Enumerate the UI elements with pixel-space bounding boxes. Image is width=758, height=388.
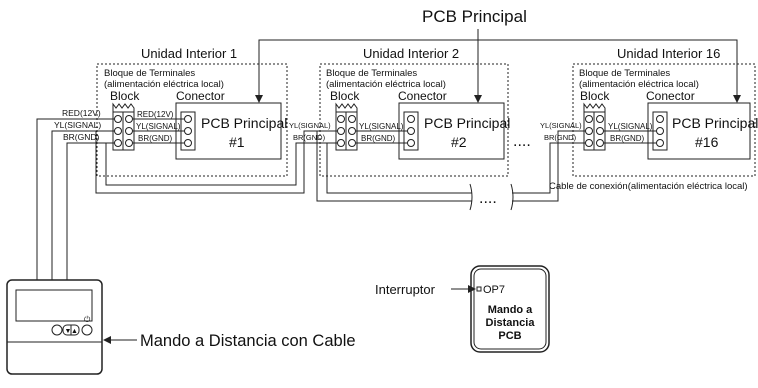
- ellipsis-cable: ....: [479, 190, 497, 207]
- connector-label: Conector: [398, 89, 447, 103]
- terminal-block-title: Bloque de Terminales: [104, 68, 195, 79]
- terminal-block: [112, 102, 135, 151]
- terminal-block: [335, 102, 358, 151]
- in-label-yl: YL(SIGNAL): [54, 120, 101, 130]
- cable-label: Cable de conexión(alimentación eléctrica…: [549, 181, 748, 192]
- pcb-label: PCB Principal: [672, 115, 758, 131]
- op7-label: OP7: [483, 284, 505, 296]
- in-label-br: BR(GND): [293, 133, 326, 142]
- unit-title: Unidad Interior 1: [141, 46, 237, 61]
- terminal-block-title: Bloque de Terminales: [579, 68, 670, 79]
- wire-label-yl: YL(SIGNAL): [136, 122, 181, 131]
- terminal-block-subtitle: (alimentación eléctrica local): [579, 79, 699, 90]
- pcb-number: #2: [451, 134, 467, 150]
- wire-label-yl: YL(SIGNAL): [359, 122, 404, 131]
- wire-label-red: RED(12V): [137, 110, 174, 119]
- pcb-remote-line1: Mando a: [488, 304, 533, 316]
- switch-label: Interruptor: [375, 282, 436, 297]
- pcb-label: PCB Principal: [201, 115, 287, 131]
- remote-pcb: OP7 Mando a Distancia PCB: [470, 265, 550, 353]
- unit-title: Unidad Interior 16: [617, 46, 720, 61]
- in-label-yl: YL(SIGNAL): [540, 121, 582, 130]
- in-label-br: BR(GND): [63, 132, 100, 142]
- pcb-number: #1: [229, 134, 245, 150]
- mode-button: [51, 324, 63, 336]
- in-label-red: RED(12V): [62, 108, 101, 118]
- in-label-br: BR(GND): [544, 133, 577, 142]
- wire-label-yl: YL(SIGNAL): [608, 122, 653, 131]
- in-label-yl: YL(SIGNAL): [289, 121, 331, 130]
- pcb-number: #16: [695, 134, 719, 150]
- pcb-label: PCB Principal: [424, 115, 510, 131]
- top-pcb-label: PCB Principal: [422, 7, 527, 26]
- terminal-block-title: Bloque de Terminales: [326, 68, 417, 79]
- block-label: Block: [580, 89, 610, 103]
- remote-label: Mando a Distancia con Cable: [140, 332, 356, 350]
- unit-frame: [96, 63, 288, 177]
- wire-label-br: BR(GND): [138, 134, 173, 143]
- down-icon: ▼: [65, 328, 72, 335]
- block-label: Block: [110, 89, 140, 103]
- terminal-block: [583, 102, 606, 151]
- indoor-unit-1: Unidad Interior 1 Bloque de Terminales (…: [54, 46, 288, 177]
- unit-frame: [572, 63, 756, 177]
- terminal-block-subtitle: (alimentación eléctrica local): [104, 79, 224, 90]
- terminal-block-subtitle: (alimentación eléctrica local): [326, 79, 446, 90]
- pcb-remote-line2: Distancia: [486, 317, 536, 329]
- indoor-unit-16: Unidad Interior 16 Bloque de Terminales …: [540, 46, 758, 177]
- indoor-unit-2: Unidad Interior 2 Bloque de Terminales (…: [289, 46, 510, 177]
- unit-frame: [319, 63, 509, 177]
- link-cables: [95, 130, 585, 211]
- ellipsis-between-units: ....: [513, 133, 531, 150]
- up-icon: ▲: [71, 328, 78, 335]
- connector-label: Conector: [176, 89, 225, 103]
- wired-remote-controller: ▼ ▲ ⏻: [6, 279, 103, 375]
- pcb-remote-line3: PCB: [498, 330, 521, 342]
- connector-label: Conector: [646, 89, 695, 103]
- top-arrow-lines: [255, 29, 741, 103]
- block-label: Block: [330, 89, 360, 103]
- unit-title: Unidad Interior 2: [363, 46, 459, 61]
- power-button: [81, 324, 93, 336]
- op7-switch: [476, 286, 482, 292]
- wire-label-br: BR(GND): [361, 134, 396, 143]
- power-icon: ⏻: [84, 315, 91, 324]
- wire-label-br: BR(GND): [610, 134, 645, 143]
- remote-cable: [36, 118, 114, 280]
